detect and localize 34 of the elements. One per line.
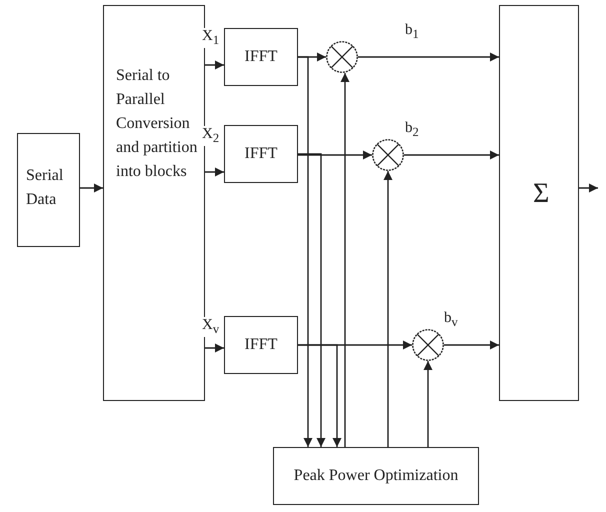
arrow	[298, 56, 312, 447]
arrow	[358, 52, 499, 62]
edge-label: X$_{1}$	[201, 28, 220, 48]
box-label: Serial to Parallel Conversion and partition into blocks	[116, 66, 198, 182]
arrow	[205, 60, 224, 70]
ifft-box	[224, 125, 298, 183]
multiplier-symbol	[372, 139, 404, 171]
arrow	[298, 150, 372, 160]
multiplier-symbol	[412, 329, 444, 361]
box-label: IFFT	[244, 144, 278, 164]
ifft-box	[224, 316, 298, 374]
multiplier-symbol	[326, 41, 358, 73]
box-label: IFFT	[244, 335, 278, 355]
arrow	[80, 184, 103, 192]
box-label: Serial Data	[26, 166, 64, 210]
arrow	[424, 361, 432, 447]
arrow	[298, 344, 342, 447]
summation-box	[499, 5, 579, 401]
arrow	[298, 153, 326, 447]
arrow	[205, 168, 224, 176]
arrow	[579, 184, 598, 192]
edge-label: X$_{v}$	[201, 317, 220, 337]
box-label: IFFT	[244, 47, 278, 67]
arrow	[444, 340, 499, 350]
arrow	[384, 171, 392, 447]
process-box	[273, 447, 479, 505]
summation-symbol: Σ	[533, 182, 550, 206]
arrow	[404, 150, 499, 160]
arrow	[205, 344, 224, 352]
box-label: Peak Power Optimization	[294, 466, 458, 486]
edge-label: X$_{2}$	[201, 126, 220, 146]
ifft-box	[224, 28, 298, 86]
process-box	[17, 133, 80, 247]
arrow	[340, 73, 350, 447]
